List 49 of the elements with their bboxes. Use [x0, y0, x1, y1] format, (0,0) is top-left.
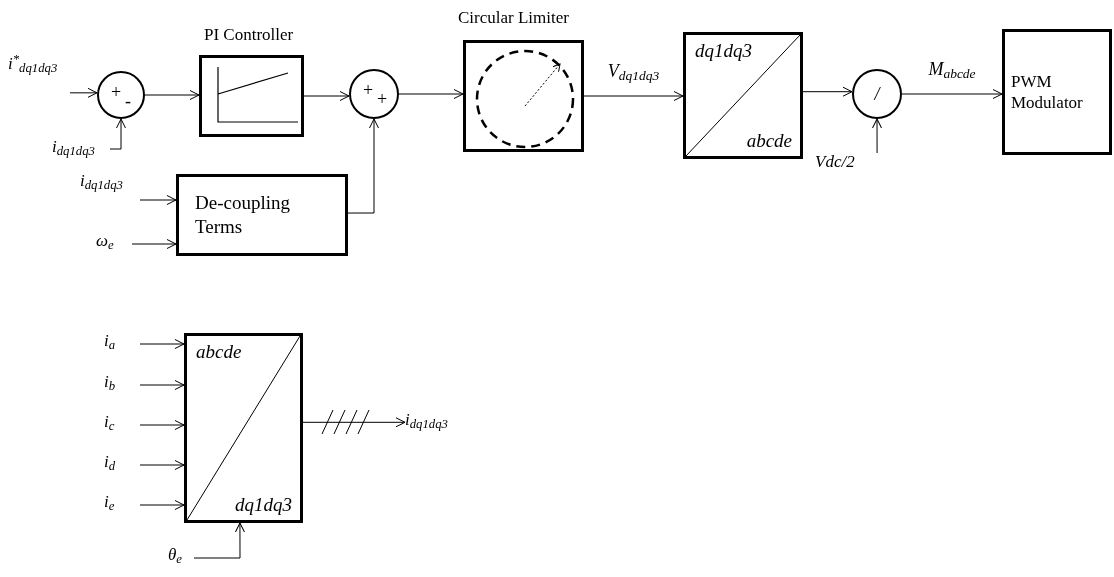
signal-arrow: [802, 86, 853, 97]
signal-arrow: [872, 118, 882, 154]
signal-arrow: [139, 195, 177, 205]
signal-arrow: [193, 522, 245, 559]
signal-arrow: [144, 90, 200, 100]
signal-label: θ$_{e}$: [168, 546, 194, 570]
plus-sign: +: [111, 83, 122, 101]
signal-arrow: [583, 91, 684, 101]
sign: +: [377, 90, 388, 108]
block-title: PI Controller: [204, 26, 294, 43]
frame-label: dq1dq3: [235, 495, 292, 514]
sign: -: [125, 92, 131, 110]
signal-arrow: [131, 239, 177, 249]
edge-label: M$_{abcde}$: [928, 60, 976, 78]
signal-label: ω$_{e}$: [96, 232, 132, 256]
signal-arrow: [109, 118, 126, 150]
signal-label: i$_{dq1dq3}$: [52, 138, 110, 160]
signal-arrow: [347, 118, 379, 214]
signal-arrow: [398, 89, 464, 99]
frame-label: abcde: [746, 131, 792, 150]
signal-label: i$_{dq1dq3}$: [405, 411, 475, 435]
signal-arrow: [303, 91, 350, 101]
division-sign: /: [874, 85, 880, 103]
summing-junction: [97, 71, 145, 119]
signal-arrow: [139, 500, 185, 510]
function-block: [176, 174, 348, 256]
signal-label: i$_{c}$: [104, 413, 140, 437]
block-text: De-coupling Terms: [195, 191, 291, 239]
signal-arrow: [901, 89, 1003, 99]
divider-junction: [852, 69, 902, 119]
block-title: Circular Limiter: [458, 9, 569, 26]
signal-arrow: [139, 380, 185, 390]
signal-label: i$_{b}$: [104, 373, 140, 397]
signal-arrow: [302, 417, 406, 428]
signal-arrow: [139, 460, 185, 470]
plus-sign: +: [363, 81, 374, 99]
frame-label: abcde: [196, 342, 242, 361]
signal-label: i$_{d}$: [104, 453, 140, 477]
signal-label: i$_{e}$: [104, 493, 140, 517]
frame-label: dq1dq3: [695, 41, 752, 60]
signal-arrow: [139, 339, 185, 349]
signal-arrow: [69, 87, 98, 98]
signal-label: i$_{dq1dq3}$: [80, 172, 140, 204]
signal-arrow: [139, 420, 185, 430]
block-text: PWM Modulator: [1011, 70, 1084, 114]
signal-label: i$_{a}$: [104, 332, 140, 356]
summing-junction: [349, 69, 399, 119]
modulator-block: [1002, 29, 1112, 155]
signal-label: Vdc/2: [815, 153, 879, 175]
